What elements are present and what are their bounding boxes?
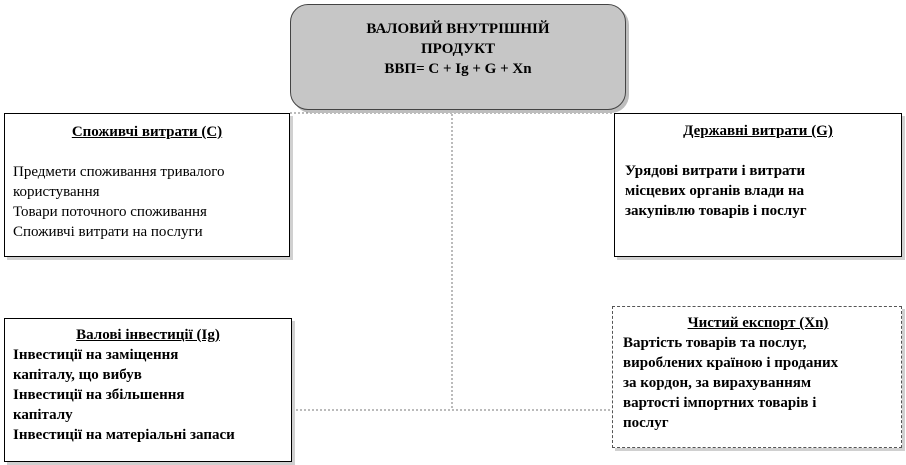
net-export-box: Чистий експорт (Xn) Вартість товарів та …: [612, 306, 902, 448]
government-item: місцевих органів влади на: [625, 183, 805, 199]
gdp-root-box: ВАЛОВИЙ ВНУТРІШНІЙ ПРОДУКТ ВВП= C + Ig +…: [290, 4, 626, 110]
government-item: закупівлю товарів і послуг: [625, 203, 807, 219]
consumer-item: користування: [13, 184, 100, 200]
gross-investment-title: Валові інвестиції (Ig): [76, 327, 220, 343]
government-spending-box: Державні витрати (G) Урядові витрати і в…: [614, 113, 902, 257]
consumer-item: Споживчі витрати на послуги: [13, 224, 203, 240]
net-export-title: Чистий експорт (Xn): [687, 315, 829, 331]
export-item: за кордон, за вирахуванням: [623, 375, 812, 391]
consumer-item: Предмети споживання тривалого: [13, 164, 225, 180]
gdp-title-line2: ПРОДУКТ: [420, 41, 496, 57]
government-item: Урядові витрати і витрати: [625, 163, 806, 179]
gdp-title-line1: ВАЛОВИЙ ВНУТРІШНІЙ: [366, 21, 550, 37]
consumer-spending-box: Споживчі витрати (C) Предмети споживання…: [4, 113, 290, 257]
investment-item: капіталу, що вибув: [13, 367, 142, 383]
investment-item: Інвестиції на матеріальні запаси: [13, 427, 235, 443]
gross-investment-box: Валові інвестиції (Ig) Інвестиції на зам…: [4, 318, 292, 462]
export-item: вироблених країною і проданих: [623, 355, 839, 371]
investment-item: капіталу: [13, 407, 73, 423]
export-item: Вартість товарів та послуг,: [623, 335, 807, 351]
investment-item: Інвестиції на збільшення: [13, 387, 185, 403]
export-item: вартості імпортних товарів і: [623, 395, 817, 411]
export-item: послуг: [623, 415, 669, 431]
investment-item: Інвестиції на заміщення: [13, 347, 179, 363]
gdp-formula: ВВП= C + Ig + G + Xn: [384, 61, 532, 77]
consumer-spending-title: Споживчі витрати (C): [71, 124, 223, 140]
government-spending-title: Державні витрати (G): [683, 123, 833, 139]
consumer-item: Товари поточного споживання: [13, 204, 207, 220]
